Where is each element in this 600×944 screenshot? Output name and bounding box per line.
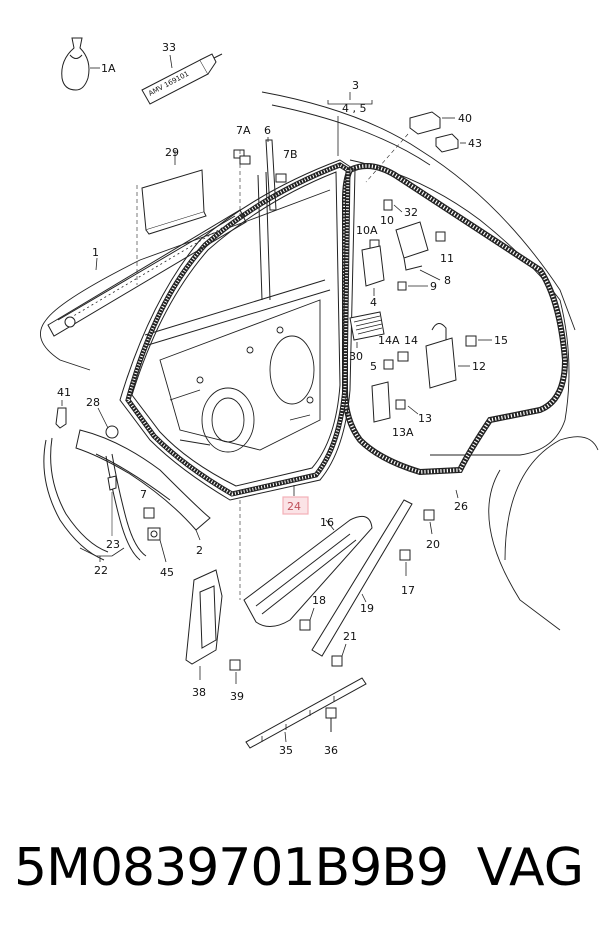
callout-41: 41 (57, 386, 71, 399)
callout-28: 28 (86, 396, 100, 409)
strip-35 (245, 677, 367, 749)
callout-22: 22 (94, 564, 108, 577)
callout-7: 7 (140, 488, 147, 501)
callout-10: 10 (380, 214, 394, 227)
bolt-7A-icon (233, 149, 251, 165)
grease-bag-icon (61, 37, 90, 91)
nut-21-icon (331, 655, 343, 667)
screw-17-icon (399, 549, 411, 561)
callout-4-5: 4 , 5 (342, 102, 367, 115)
callout-13: 13 (418, 412, 432, 425)
foam-block-30 (349, 311, 385, 341)
callout-35: 35 (279, 744, 293, 757)
sound-pad-29 (141, 169, 207, 235)
callout-26: 26 (454, 500, 468, 513)
callout-5: 5 (370, 360, 377, 373)
callout-33: 33 (162, 41, 176, 54)
lower-seals (43, 429, 211, 561)
callout-40: 40 (458, 112, 472, 125)
bolt-7B-icon (275, 173, 287, 183)
clip-23-icon (107, 475, 117, 491)
clip-41-icon (55, 407, 67, 429)
cover-38 (185, 569, 223, 665)
callout-9: 9 (430, 280, 437, 293)
guide-rail-6 (265, 139, 277, 211)
window-guide-16 (243, 515, 373, 627)
callout-20: 20 (426, 538, 440, 551)
clip-43-icon (435, 133, 459, 153)
adhesive-tube-icon (141, 53, 223, 105)
callout-8: 8 (444, 274, 451, 287)
hinge-lower (371, 323, 477, 423)
door-frame (119, 159, 356, 501)
callout-10A: 10A (356, 224, 378, 237)
callout-18: 18 (312, 594, 326, 607)
screw-7-icon (143, 507, 155, 519)
trim-strip-1-clips (69, 221, 233, 319)
screw-45-icon (147, 527, 161, 541)
callout-19: 19 (360, 602, 374, 615)
callout-43: 43 (468, 137, 482, 150)
callout-23: 23 (106, 538, 120, 551)
door-inner-panel (159, 299, 321, 453)
screw-18-icon (299, 619, 311, 631)
callout-4: 4 (370, 296, 377, 309)
callout-2: 2 (196, 544, 203, 557)
callout-1: 1 (92, 246, 99, 259)
door-inner-seal (125, 162, 351, 497)
callout-24-highlight (282, 496, 309, 515)
screw-20-icon (423, 509, 435, 521)
callout-30: 30 (349, 350, 363, 363)
callout-12: 12 (472, 360, 486, 373)
hinge-upper (361, 221, 429, 287)
clip-40-icon (409, 111, 441, 135)
screw-36-icon (325, 707, 337, 732)
callout-14A: 14A (378, 334, 400, 347)
parts-diagram: 1A AMV 169101 33 3 4 , 5 40 43 29 7A 6 7… (40, 37, 599, 757)
hinge-bolts (369, 199, 446, 291)
callout-21: 21 (343, 630, 357, 643)
callout-29: 29 (165, 146, 179, 159)
callout-16: 16 (320, 516, 334, 529)
callout-39: 39 (230, 690, 244, 703)
callout-6: 6 (264, 124, 271, 137)
callout-13A: 13A (392, 426, 414, 439)
window-rail-19 (311, 499, 413, 657)
callout-15: 15 (494, 334, 508, 347)
part-number: 5M0839701B9B9 (14, 838, 449, 898)
callout-1A: 1A (101, 62, 116, 75)
callout-45: 45 (160, 566, 174, 579)
callout-7A: 7A (236, 124, 251, 137)
callout-36: 36 (324, 744, 338, 757)
callout-38: 38 (192, 686, 206, 699)
callout-7B: 7B (283, 148, 298, 161)
callout-11: 11 (440, 252, 454, 265)
trim-strip-1 (47, 209, 247, 337)
callout-3: 3 (352, 79, 359, 92)
callout-14: 14 (404, 334, 418, 347)
callout-17: 17 (401, 584, 415, 597)
screw-39-icon (229, 659, 241, 671)
brand-label: VAG (476, 838, 584, 898)
callout-32: 32 (404, 206, 418, 219)
callout-24: 24 (287, 500, 301, 513)
